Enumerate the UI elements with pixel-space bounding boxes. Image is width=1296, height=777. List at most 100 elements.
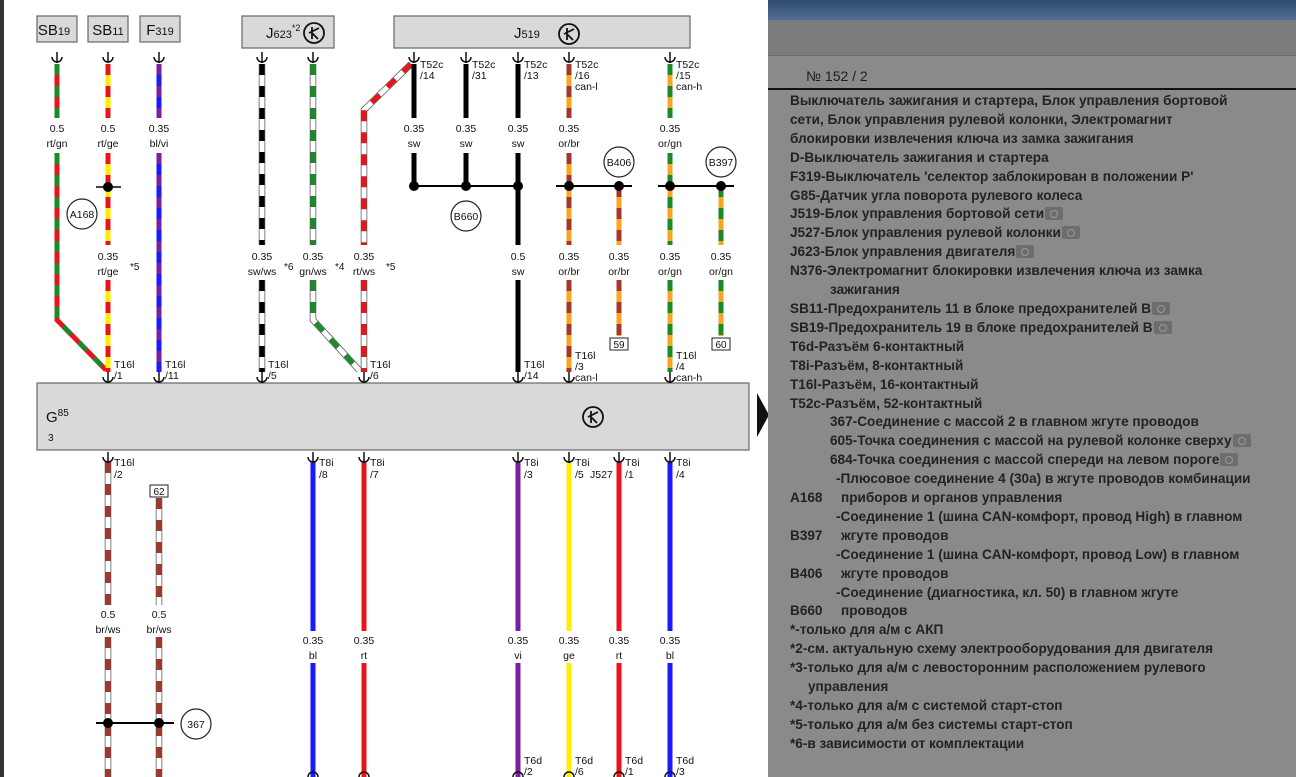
component-pin-icon (256, 52, 268, 63)
component-sb11[interactable] (87, 15, 129, 43)
camera-icon[interactable] (1152, 301, 1171, 315)
camera-icon[interactable] (1232, 434, 1251, 448)
pin-label: T8i (625, 457, 640, 469)
wire-size-label: 0.35 (98, 251, 119, 263)
component-f319[interactable] (139, 15, 181, 43)
legend-item: T8i-Разъём, 8-контактный (790, 357, 1296, 376)
wire-color-code: rt/gn (46, 138, 67, 150)
g85-bottom-pin-icon (102, 452, 114, 463)
legend-item: 367-Соединение с массой 2 в главном жгут… (790, 413, 1296, 432)
junction-dot (409, 181, 419, 191)
splice-label: B397 (709, 157, 734, 169)
legend-footnote: *5-только для а/м без системы старт-стоп (790, 716, 1296, 735)
pin-label: /3 (524, 469, 533, 481)
legend-item-text: SB11-Предохранитель 11 в блоке предохран… (790, 300, 1152, 316)
legend-item: J519-Блок управления бортовой сети (790, 205, 1296, 224)
wire-size-label: 0.35 (354, 251, 375, 263)
pin-label: /5 (575, 469, 584, 481)
wire-top-0[interactable] (54, 153, 108, 372)
legend-item: SB11-Предохранитель 11 в блоке предохран… (790, 300, 1296, 319)
camera-icon[interactable] (1220, 453, 1239, 467)
next-page-arrow-icon[interactable] (757, 393, 769, 437)
legend-item-text: J527-Блок управления рулевой колонки (790, 225, 1061, 241)
legend-splice-item: B660-Соединение (диагностика, кл. 50) в … (790, 584, 1296, 622)
pin-label: T8i (319, 457, 334, 469)
legend-list: Выключатель зажигания и стартера, Блок у… (790, 92, 1296, 754)
wire-size-label: 0.35 (711, 251, 732, 263)
t6d-pin-label: T6d (676, 755, 694, 767)
wire-size-label: 0.35 (660, 251, 681, 263)
t6d-pin-label: /2 (524, 766, 533, 777)
legend-title-line: Выключатель зажигания и стартера, Блок у… (790, 93, 1228, 108)
legend-item: T52c-Разъём, 52-контактный (790, 395, 1296, 414)
legend-item-text: T6d-Разъём 6-контактный (790, 338, 965, 354)
t6d-pin-label: /6 (575, 766, 584, 777)
legend-splice-text: жгуте проводов (841, 565, 949, 581)
component-label-sb19: SB19 (38, 22, 70, 39)
component-sb19[interactable] (36, 15, 78, 43)
wire-footnote-ref: *6 (284, 262, 294, 273)
top-pin-label: /13 (524, 70, 539, 82)
wire-size-label: 0.35 (559, 635, 580, 647)
wire-color-code: br/ws (95, 624, 120, 636)
wire-color-code: br/ws (146, 624, 171, 636)
t6d-pin-label: T6d (524, 755, 542, 767)
legend-footnote: *3-только для а/м с левосторонним распол… (790, 659, 1296, 697)
component-j519[interactable] (393, 15, 691, 49)
g85-pin-label: T16l (676, 350, 696, 362)
legend-item: 684-Точка соединения с массой спереди на… (790, 451, 1296, 470)
junction-dot (154, 718, 164, 728)
g85-pin-label: can-h (676, 372, 702, 384)
legend-footnote: *6-в зависимости от комплектации (790, 735, 1296, 754)
wire-size-label: 0.35 (252, 251, 273, 263)
legend-item: J527-Блок управления рулевой колонки (790, 224, 1296, 243)
wire-size-label: 0.5 (101, 609, 116, 621)
g85-bottom-pin-icon (563, 452, 575, 463)
terminal-box (149, 484, 169, 498)
splice-B397[interactable]: B397 (705, 146, 737, 178)
footnote-text: *4-только для а/м с системой старт-стоп (790, 698, 1063, 713)
wire-color-code: sw (512, 138, 525, 150)
top-pin-icon (664, 52, 676, 63)
legend-splice-text: проводов (841, 603, 908, 619)
wire-color-code: sw (512, 266, 525, 278)
splice-B406[interactable]: B406 (603, 146, 635, 178)
junction-dot (564, 181, 574, 191)
component-g85[interactable] (36, 382, 750, 451)
footnote-text: *6-в зависимости от комплектации (790, 735, 1025, 751)
wire-size-label: 0.35 (508, 123, 529, 135)
top-pin-label: T52c (472, 59, 495, 71)
splice-B660[interactable]: B660 (450, 200, 482, 232)
legend-item-text: 605-Точка соединения с массой на рулевой… (830, 433, 1232, 449)
pin-label: /1 (625, 469, 634, 481)
wire-size-label: 0.35 (609, 635, 630, 647)
camera-icon[interactable] (1045, 207, 1064, 221)
component-pin-icon (51, 52, 63, 63)
legend-title: блокировки извлечения ключа из замка заж… (790, 130, 1296, 149)
terminal-box-label: 60 (715, 340, 727, 351)
component-pin-icon (102, 52, 114, 63)
legend-item: T16l-Разъём, 16-контактный (790, 376, 1296, 395)
legend-title: Выключатель зажигания и стартера, Блок у… (790, 92, 1296, 111)
camera-icon[interactable] (1061, 226, 1080, 240)
g85-pin-label: /6 (370, 370, 379, 382)
bottom-pin-icon (256, 372, 268, 383)
top-pin-icon (460, 52, 472, 63)
header-rule (768, 88, 1296, 90)
component-pin-icon (307, 52, 319, 63)
document-number: № 152 / 2 (806, 68, 868, 84)
wire-top-5[interactable] (360, 61, 414, 245)
legend-item-text: G85-Датчик угла поворота рулевого колеса (790, 187, 1083, 203)
camera-icon[interactable] (1016, 245, 1035, 259)
wire-color-code: or/gn (709, 266, 733, 278)
wire-top-4[interactable] (309, 280, 362, 373)
splice-367[interactable]: 367 (180, 708, 212, 740)
wire-color-code: bl/vi (150, 138, 169, 150)
wire-footnote-ref: *4 (335, 262, 345, 273)
legend-footnote: *-только для а/м с АКП (790, 621, 1296, 640)
legend-splice-text: -Соединение 1 (шина CAN-комфорт, провод … (836, 546, 1240, 562)
splice-A168[interactable]: A168 (66, 198, 98, 230)
legend-splice-code: A168 (790, 490, 823, 506)
wire-footnote-ref: *5 (130, 262, 140, 273)
camera-icon[interactable] (1153, 320, 1172, 334)
